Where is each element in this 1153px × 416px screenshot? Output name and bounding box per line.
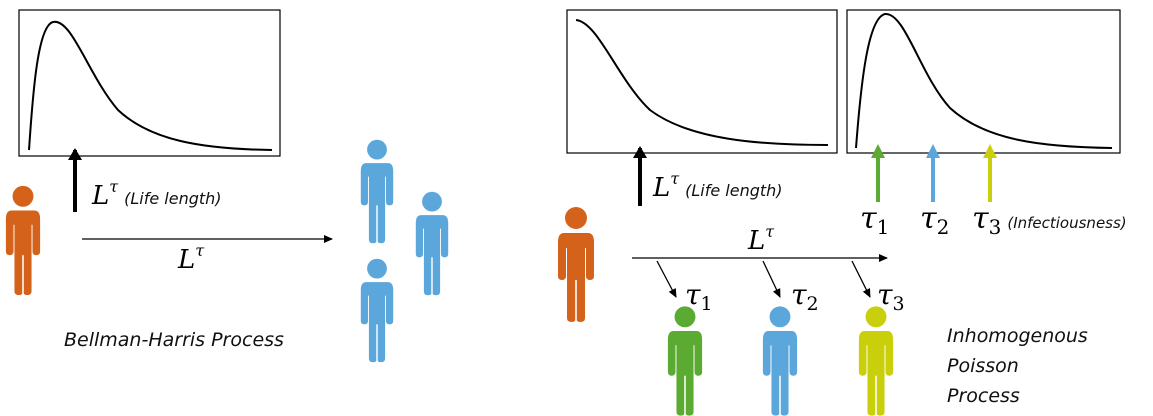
right-parent-person-icon — [558, 207, 594, 322]
left-child-person-icon-3 — [360, 258, 394, 363]
left-panel: Lτ(Life length) Lτ Bellman-Harris Proces… — [5, 9, 449, 363]
right-panel: Lτ(Life length) τ1 τ2 τ3(Infectiousness)… — [558, 9, 1127, 416]
infected-person-icon-blue — [762, 306, 798, 416]
left-arrow-label: Lτ — [177, 241, 205, 275]
tau-arrows — [871, 144, 997, 202]
infected-person-icon-green — [667, 306, 703, 416]
svg-text:Process: Process — [947, 385, 1020, 407]
infection-tau-3: τ3 — [877, 278, 905, 315]
infection-arrow-1 — [656, 260, 677, 298]
right-timeline-label: Lτ — [747, 222, 775, 256]
left-life-length-label: Lτ(Life length) — [91, 177, 222, 211]
infection-tau-2: τ2 — [791, 278, 819, 315]
right-infectiousness-curve — [855, 12, 1113, 149]
right-life-length-plot — [566, 9, 838, 154]
infection-tau-1: τ1 — [685, 278, 713, 315]
infected-person-icon-yellow — [858, 306, 894, 416]
tau-2-label: τ2 — [920, 201, 949, 239]
right-decay-curve — [575, 19, 829, 146]
svg-text:Inhomogenous: Inhomogenous — [947, 325, 1088, 347]
left-child-person-icon-1 — [360, 139, 394, 244]
infection-arrow-2 — [762, 260, 781, 298]
right-caption: Inhomogenous Poisson Process — [947, 325, 1088, 407]
svg-text:Poisson: Poisson — [947, 355, 1019, 377]
left-child-person-icon-2 — [415, 191, 449, 296]
left-distribution-plot — [18, 9, 281, 157]
infection-arrow-3 — [851, 260, 871, 298]
right-life-length-label: Lτ(Life length) — [652, 169, 783, 203]
left-curve — [28, 20, 273, 151]
left-caption: Bellman-Harris Process — [64, 329, 284, 351]
tau-1-label: τ1 — [860, 201, 889, 239]
left-parent-person-icon — [5, 185, 41, 296]
right-infectiousness-plot — [846, 9, 1121, 154]
tau-3-label: τ3(Infectiousness) — [972, 201, 1127, 239]
